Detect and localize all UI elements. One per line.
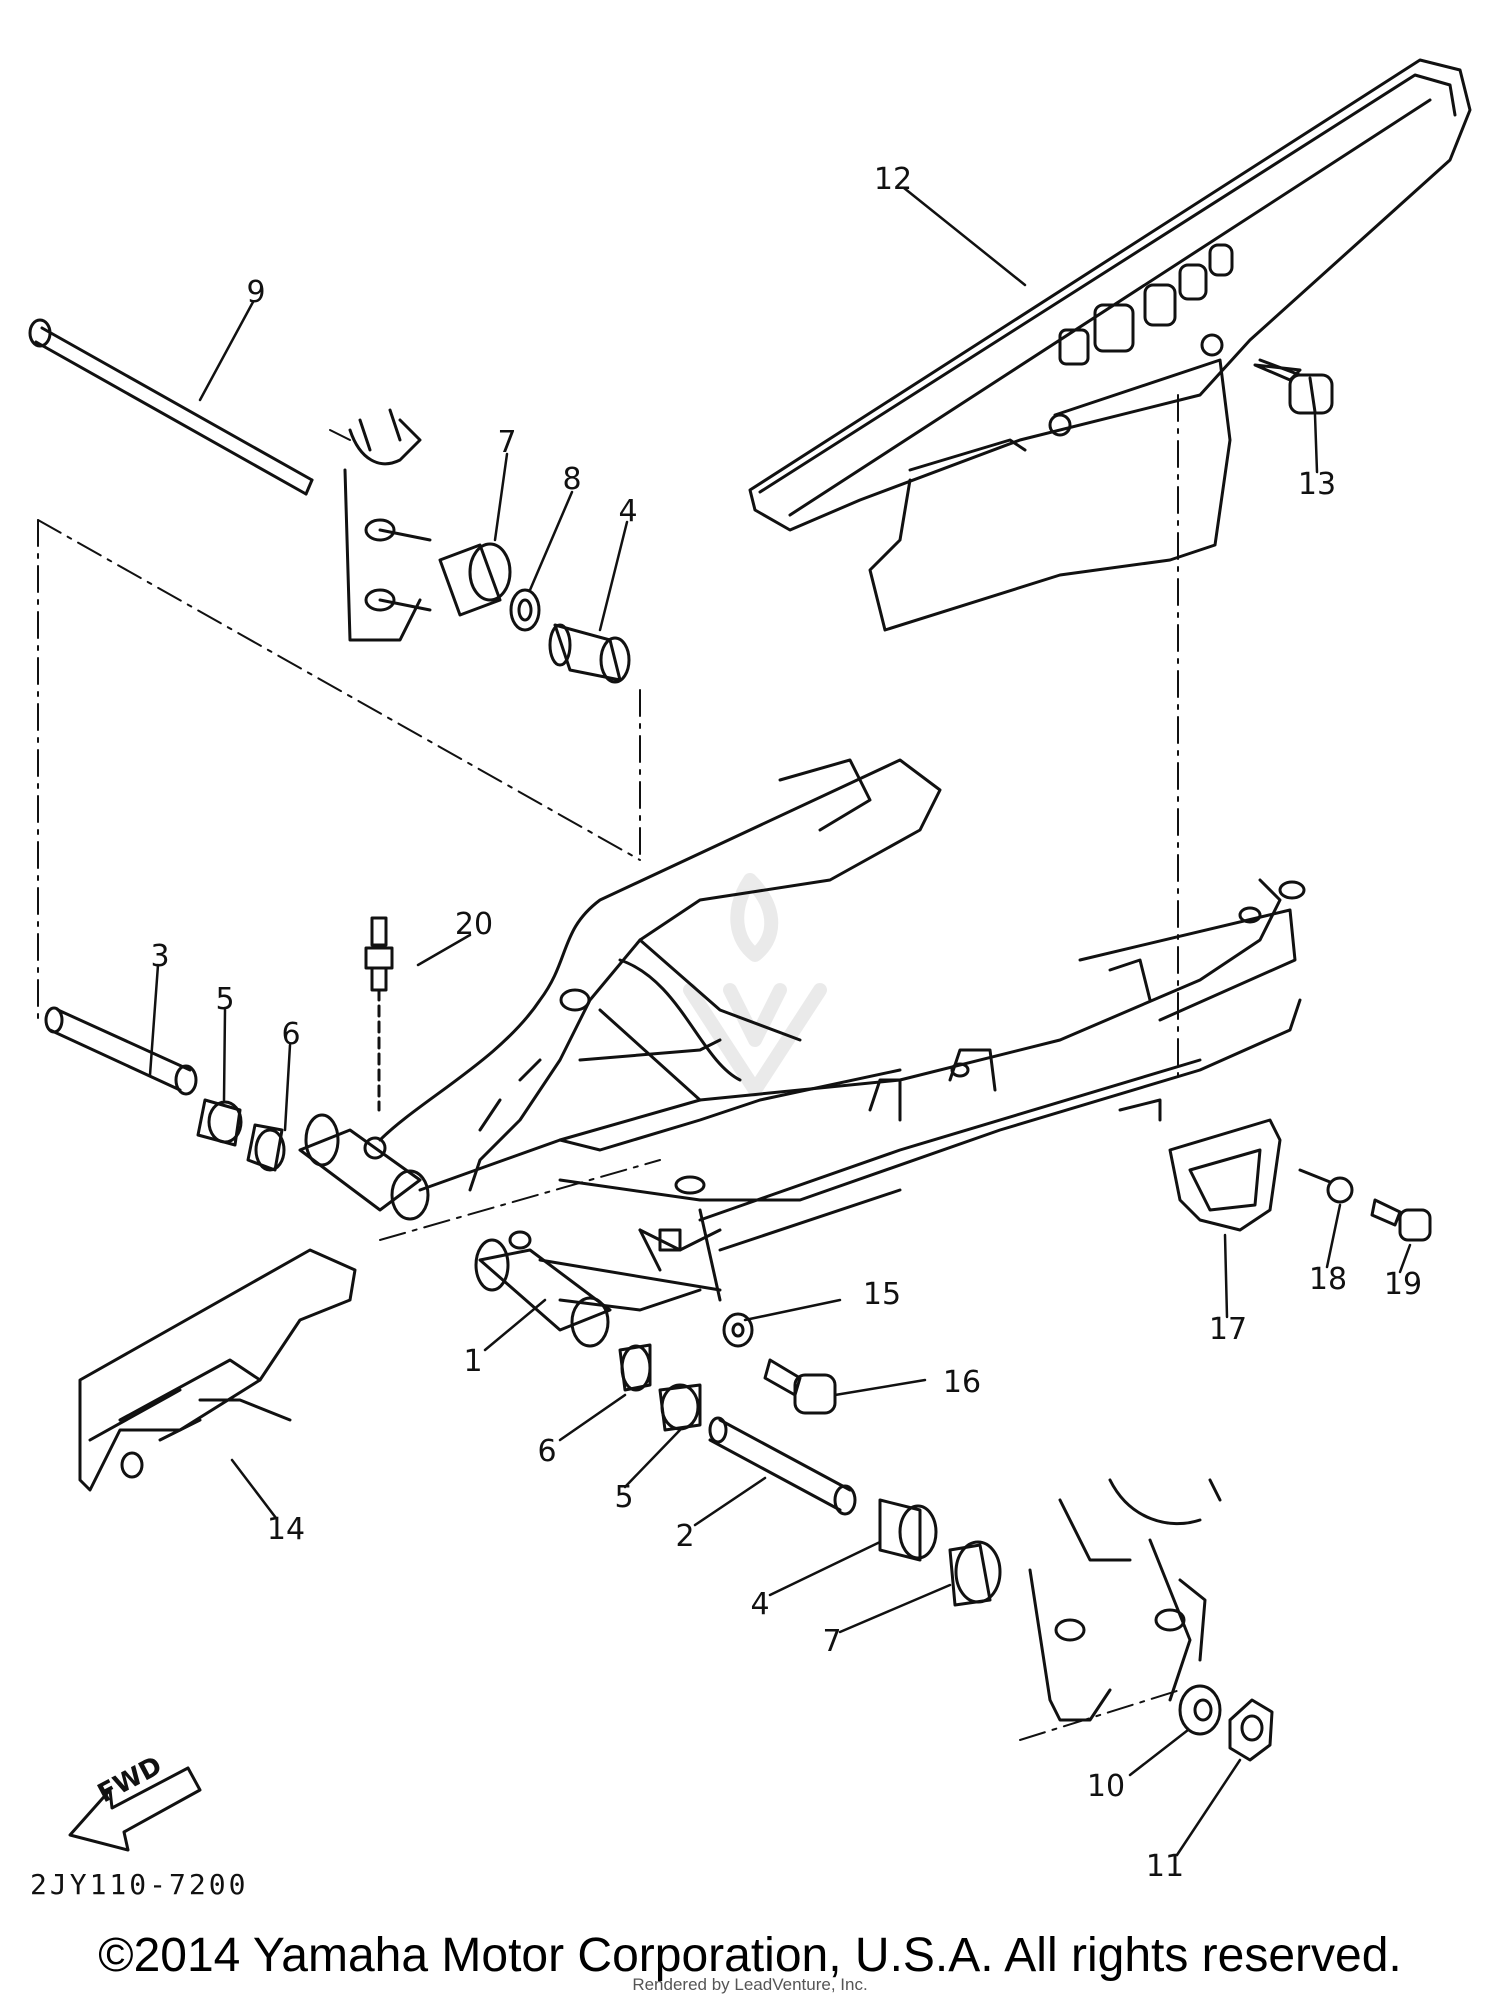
callout-18: 18 [1308, 1262, 1348, 1297]
diagram-code: 2JY110-7200 [30, 1868, 249, 1901]
callout-7-upper: 7 [497, 425, 517, 460]
washer-15 [722, 1312, 754, 1348]
collar-5-left [196, 1098, 243, 1147]
bolt-16 [763, 1358, 837, 1415]
copyright-notice: ©2014 Yamaha Motor Corporation, U.S.A. A… [98, 1929, 1402, 1982]
chain-guide-17 [1118, 1098, 1282, 1232]
callout-20: 20 [454, 907, 494, 942]
leader-lines [148, 186, 1412, 1857]
callout-5-left: 5 [215, 982, 235, 1017]
grease-nipple-20 [364, 916, 394, 1112]
nut-11 [1228, 1698, 1274, 1762]
bushing-4-upper [548, 623, 631, 684]
frame-bracket-upper [343, 408, 432, 642]
rendered-by-watermark: Rendered by LeadVenture, Inc. [632, 1975, 868, 1994]
alignment-lines [37, 394, 1181, 1741]
washer-10 [1178, 1684, 1222, 1736]
callout-15: 15 [862, 1277, 902, 1312]
watermark-logo [683, 873, 827, 1097]
callout-6-left: 6 [281, 1017, 301, 1052]
callout-13: 13 [1297, 467, 1337, 502]
callout-4-upper: 4 [618, 494, 638, 529]
callout-4-lower: 4 [750, 1587, 770, 1622]
callout-3: 3 [150, 939, 170, 974]
bolt-18 [1298, 1168, 1354, 1204]
shaft-3 [44, 1006, 198, 1096]
callout-6-lower: 6 [537, 1434, 557, 1469]
chain-slider-14 [78, 1248, 357, 1492]
callout-1: 1 [463, 1344, 483, 1379]
collar-7-lower [948, 1540, 1002, 1607]
callout-9: 9 [246, 275, 266, 310]
callout-17: 17 [1208, 1312, 1248, 1347]
shaft-2 [708, 1416, 857, 1516]
bushing-6-left [246, 1123, 286, 1172]
callout-2: 2 [675, 1519, 695, 1554]
swingarm-1 [298, 758, 1306, 1348]
bushing-6-lower [618, 1343, 652, 1392]
callout-5-lower: 5 [614, 1480, 634, 1515]
callout-19: 19 [1383, 1267, 1423, 1302]
fwd-arrow-icon [68, 1766, 202, 1852]
callout-16: 16 [942, 1365, 982, 1400]
callout-14: 14 [266, 1512, 306, 1547]
callout-10: 10 [1086, 1769, 1126, 1804]
pivot-shaft-9 [28, 318, 314, 496]
bolt-19 [1370, 1198, 1432, 1242]
collar-7-upper [438, 542, 512, 617]
bushing-4-lower [878, 1498, 938, 1562]
collar-5-lower [658, 1383, 702, 1432]
callout-11: 11 [1145, 1849, 1185, 1884]
callout-8: 8 [562, 462, 582, 497]
callout-12: 12 [873, 162, 913, 197]
bolt-13 [1253, 358, 1334, 415]
callout-7-lower: 7 [822, 1624, 842, 1659]
washer-8 [509, 588, 541, 632]
chain-guard-12 [748, 58, 1472, 632]
frame-bracket-lower [1028, 1478, 1222, 1722]
